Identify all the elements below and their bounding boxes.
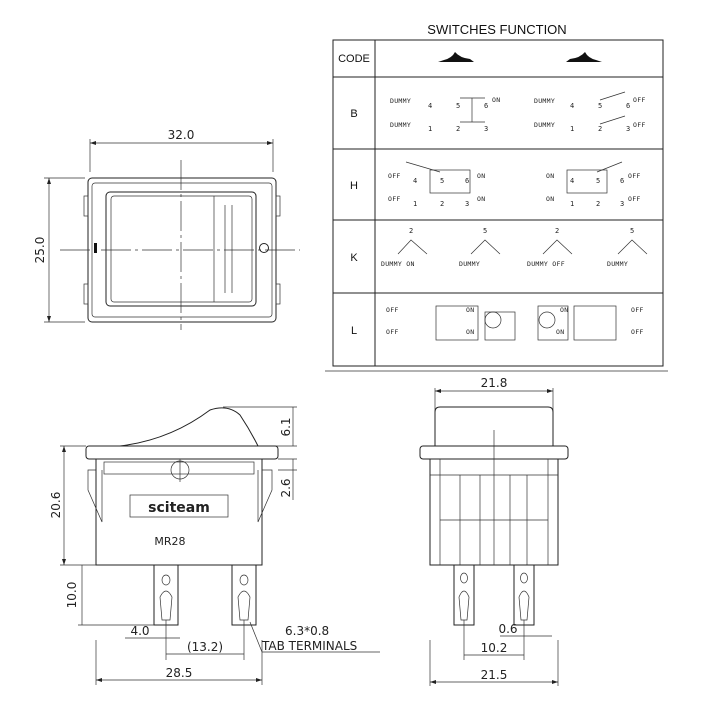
svg-text:ON: ON <box>466 306 474 314</box>
svg-text:1: 1 <box>428 125 432 133</box>
svg-text:2: 2 <box>596 200 600 208</box>
code-b: B <box>350 108 357 120</box>
svg-text:1: 1 <box>570 125 574 133</box>
rocker-left-icon <box>438 52 474 62</box>
svg-text:DUMMY: DUMMY <box>607 260 628 268</box>
svg-text:4: 4 <box>570 102 574 110</box>
svg-text:DUMMY: DUMMY <box>534 97 555 105</box>
rocker-right-icon <box>566 52 602 62</box>
end-view: 21.8 10.2 0.6 21.5 <box>419 376 569 686</box>
svg-text:2: 2 <box>409 227 413 235</box>
svg-text:3: 3 <box>484 125 488 133</box>
body-height-dim: 20.6 <box>49 492 63 519</box>
svg-text:5: 5 <box>630 227 634 235</box>
svg-text:DUMMY OFF: DUMMY OFF <box>527 260 565 268</box>
svg-text:ON: ON <box>492 96 500 104</box>
code-header: CODE <box>338 53 370 65</box>
svg-text:2: 2 <box>456 125 460 133</box>
code-k: K <box>350 252 358 264</box>
front-height-dim: 25.0 <box>33 237 47 264</box>
svg-text:OFF: OFF <box>628 195 641 203</box>
svg-text:1: 1 <box>413 200 417 208</box>
svg-text:3: 3 <box>620 200 624 208</box>
svg-text:6: 6 <box>465 177 469 185</box>
front-width-dim: 32.0 <box>168 128 195 142</box>
row-b-schematic: DUMMY DUMMY ON DUMMY DUMMY OFF OFF 4 1 5… <box>390 91 646 133</box>
svg-text:ON: ON <box>477 172 485 180</box>
svg-text:OFF: OFF <box>631 328 644 336</box>
end-top-dim: 21.8 <box>481 376 508 390</box>
svg-text:6: 6 <box>484 102 488 110</box>
svg-text:2: 2 <box>440 200 444 208</box>
svg-text:3: 3 <box>465 200 469 208</box>
end-bottom-dim: 21.5 <box>481 668 508 682</box>
side-view: 6.1 2.6 sciteam MR28 20.6 10.0 <box>49 406 380 685</box>
svg-text:DUMMY: DUMMY <box>390 97 411 105</box>
svg-text:ON: ON <box>556 328 564 336</box>
svg-text:ON: ON <box>560 306 568 314</box>
end-thickness-dim: 0.6 <box>498 622 517 636</box>
svg-text:ON: ON <box>546 172 554 180</box>
svg-text:OFF: OFF <box>633 96 646 104</box>
code-h: H <box>350 180 358 192</box>
svg-text:5: 5 <box>456 102 460 110</box>
terminal-length-dim: 10.0 <box>65 582 79 609</box>
svg-text:ON: ON <box>466 328 474 336</box>
row-l-schematic: OFF OFF ON ON ON ON OFF OFF <box>386 305 644 341</box>
switches-function-table: SWITCHES FUNCTION CODE B H K L DUMMY DUM… <box>325 22 668 372</box>
side-width-dim: 28.5 <box>166 666 193 680</box>
svg-text:DUMMY: DUMMY <box>534 121 555 129</box>
svg-text:5: 5 <box>440 177 444 185</box>
svg-text:4: 4 <box>570 177 574 185</box>
tab-size-label: 6.3*0.8 <box>285 624 329 638</box>
svg-text:1: 1 <box>570 200 574 208</box>
svg-text:5: 5 <box>598 102 602 110</box>
svg-text:OFF: OFF <box>631 306 644 314</box>
svg-text:DUMMY: DUMMY <box>390 121 411 129</box>
pin-offset-dim: 4.0 <box>130 624 149 638</box>
rocker-height-dim: 6.1 <box>279 417 293 436</box>
brand-label: sciteam <box>148 500 210 516</box>
svg-text:OFF: OFF <box>386 306 399 314</box>
svg-text:OFF: OFF <box>633 121 646 129</box>
svg-text:5: 5 <box>596 177 600 185</box>
svg-text:DUMMY ON: DUMMY ON <box>381 260 415 268</box>
svg-text:OFF: OFF <box>388 195 401 203</box>
row-h-schematic: OFF OFF ON ON ON ON OFF OFF 4 1 5 2 6 3 … <box>388 161 641 208</box>
svg-text:OFF: OFF <box>386 328 399 336</box>
svg-text:DUMMY: DUMMY <box>459 260 480 268</box>
front-view: 32.0 25.0 <box>33 128 300 330</box>
svg-text:2: 2 <box>555 227 559 235</box>
svg-text:6: 6 <box>626 102 630 110</box>
svg-text:6: 6 <box>620 177 624 185</box>
end-pitch-dim: 10.2 <box>481 641 508 655</box>
svg-text:4: 4 <box>413 177 417 185</box>
row-k-schematic: DUMMY ON DUMMY DUMMY OFF DUMMY 2 5 2 5 <box>381 227 648 268</box>
svg-text:5: 5 <box>483 227 487 235</box>
svg-text:3: 3 <box>626 125 630 133</box>
svg-text:OFF: OFF <box>628 172 641 180</box>
svg-text:ON: ON <box>477 195 485 203</box>
code-l: L <box>351 325 357 337</box>
model-label: MR28 <box>154 535 185 548</box>
flange-dim: 2.6 <box>279 478 293 497</box>
svg-text:ON: ON <box>546 195 554 203</box>
tab-terminals-label: TAB TERMINALS <box>261 639 357 653</box>
svg-text:4: 4 <box>428 102 432 110</box>
table-title: SWITCHES FUNCTION <box>427 22 566 37</box>
svg-text:OFF: OFF <box>388 172 401 180</box>
svg-text:2: 2 <box>598 125 602 133</box>
pin-pitch-dim: (13.2) <box>187 640 223 654</box>
